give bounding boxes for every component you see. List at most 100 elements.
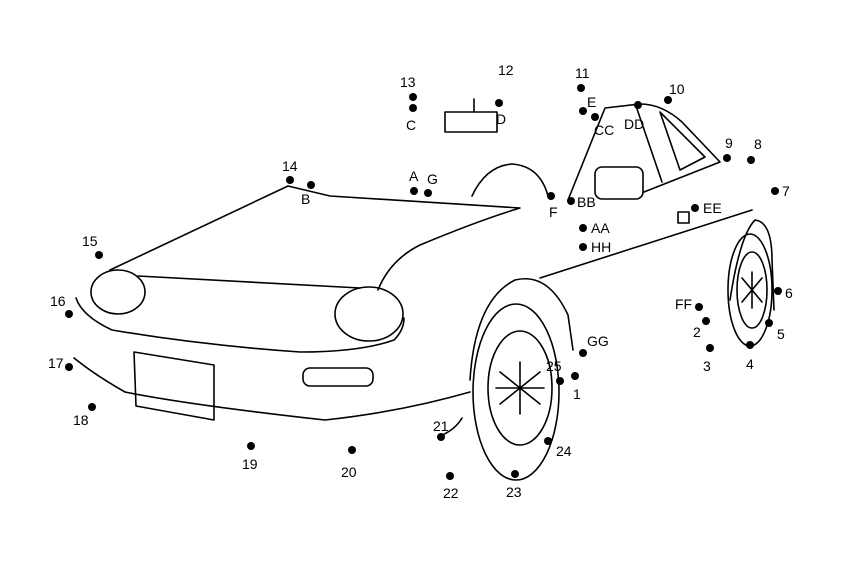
left-headlight [90,269,146,315]
dot-14: 14 [282,158,298,184]
dot-23: 23 [506,470,522,500]
dot-15: 15 [82,233,103,259]
svg-text:22: 22 [443,485,459,501]
svg-text:G: G [427,171,438,187]
dot-2: 2 [693,317,710,340]
front-wheel-arch [469,278,574,381]
front-wheel-spokes [495,361,545,415]
hood-outline [109,185,521,291]
svg-text:A: A [409,168,419,184]
dot-FF: FF [675,296,703,312]
dot-13: 13 [400,74,417,101]
front-bumper [75,297,405,353]
svg-text:25: 25 [546,358,562,374]
svg-text:14: 14 [282,158,298,174]
svg-text:24: 24 [556,443,572,459]
dot-9: 9 [723,135,733,162]
svg-text:13: 13 [400,74,416,90]
dot-4: 4 [746,341,754,372]
dot-E: E [579,94,596,115]
dot-A: A [409,168,419,195]
dot-8: 8 [747,136,762,164]
dot-5: 5 [765,319,785,342]
svg-text:E: E [587,94,596,110]
rear-tire [727,233,773,347]
svg-text:AA: AA [591,220,610,236]
dot-7: 7 [771,183,790,199]
dot-HH: HH [579,239,611,255]
svg-text:DD: DD [624,116,644,132]
dot-B: B [301,181,315,207]
dot-EE: EE [691,200,722,216]
dot-1: 1 [571,372,581,402]
dot-3: 3 [703,344,714,374]
lettered-dots: A B C D E F G AA BB CC DD EE FF GG HH [301,94,722,357]
dot-D: D [496,102,506,127]
svg-text:18: 18 [73,412,89,428]
svg-text:6: 6 [785,285,793,301]
dot-10: 10 [664,81,685,104]
dot-25: 25 [546,358,564,385]
svg-text:7: 7 [782,183,790,199]
svg-text:23: 23 [506,484,522,500]
svg-text:FF: FF [675,296,692,312]
dot-C: C [406,104,417,133]
rear-wheel-spokes [741,271,763,309]
svg-text:8: 8 [754,136,762,152]
svg-text:9: 9 [725,135,733,151]
dot-G: G [424,171,438,197]
dot-19: 19 [242,442,258,472]
svg-text:5: 5 [777,326,785,342]
dot-CC: CC [591,113,614,138]
front-tire [472,303,560,481]
dot-F: F [547,192,558,220]
dot-BB: BB [567,194,596,210]
svg-text:GG: GG [587,333,609,349]
dot-DD: DD [624,101,644,132]
svg-text:F: F [549,204,558,220]
dot-21: 21 [433,418,449,441]
rearview-mirror [444,111,498,133]
dot-20: 20 [341,446,357,480]
numbered-dots: 1 2 3 4 5 6 7 8 9 10 11 12 13 14 15 16 1… [48,62,793,501]
fog-light-slot [302,367,374,387]
rear-wheel-arch [729,219,775,311]
svg-text:C: C [406,117,416,133]
svg-text:10: 10 [669,81,685,97]
right-headlight [334,286,404,342]
svg-text:20: 20 [341,464,357,480]
rear-rim [736,251,768,329]
car-outline [73,98,775,481]
door-handle [677,211,690,224]
svg-text:17: 17 [48,355,64,371]
svg-text:4: 4 [746,356,754,372]
dot-17: 17 [48,355,73,371]
dot-18: 18 [73,403,96,428]
svg-text:BB: BB [577,194,596,210]
dot-16: 16 [50,293,73,318]
dot-GG: GG [579,333,609,357]
svg-text:21: 21 [433,418,449,434]
svg-text:3: 3 [703,358,711,374]
svg-text:12: 12 [498,62,514,78]
svg-text:16: 16 [50,293,66,309]
license-plate [133,351,215,421]
windshield-pillar [635,105,663,183]
dot-11: 11 [575,65,590,92]
lower-body [73,357,471,421]
dot-12: 12 [495,62,514,107]
steering-wheel-arc [471,163,549,197]
front-rim [487,330,553,446]
quarter-window [659,111,706,171]
svg-text:2: 2 [693,324,701,340]
dot-AA: AA [579,220,610,236]
svg-text:B: B [301,191,310,207]
svg-text:15: 15 [82,233,98,249]
dot-24: 24 [544,437,572,459]
body-side-line [539,209,753,279]
dot-6: 6 [774,285,793,301]
svg-text:EE: EE [703,200,722,216]
svg-text:1: 1 [573,386,581,402]
